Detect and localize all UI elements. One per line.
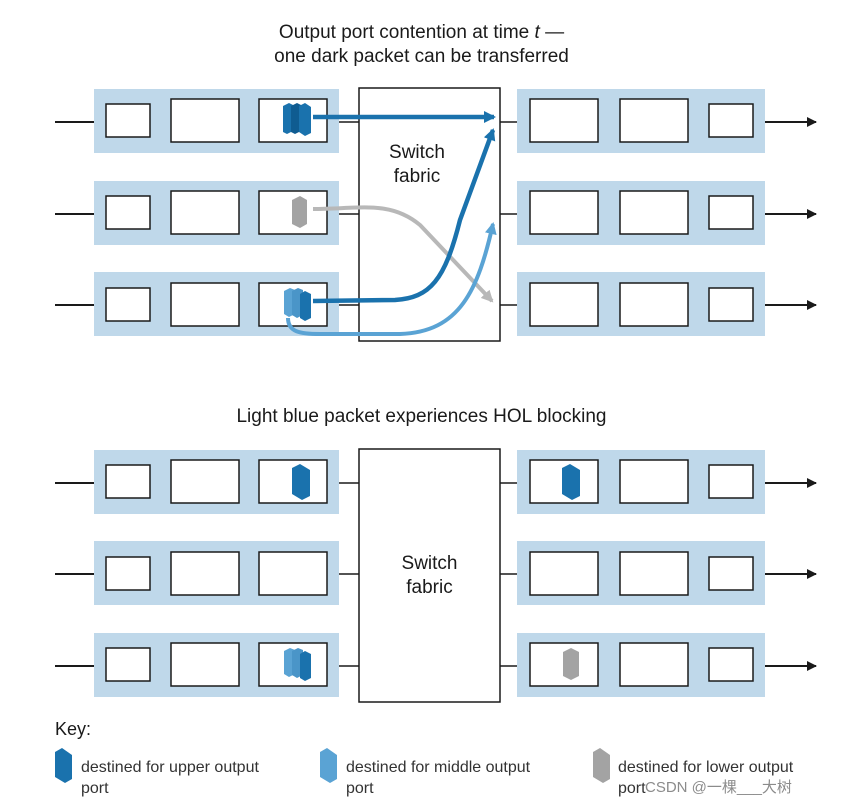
bottom-diagram	[55, 448, 817, 703]
top-fabric-label-line2: fabric	[393, 166, 441, 187]
mixed-packet-stack	[284, 648, 311, 681]
top-fabric-label: Switch fabric	[359, 141, 475, 189]
dark-packet-stack	[283, 103, 311, 136]
output-port	[517, 450, 765, 514]
output-port	[517, 272, 765, 336]
key-middle-icon	[320, 748, 337, 783]
switch-fabric	[358, 448, 501, 703]
top-diagram	[55, 87, 817, 342]
light-packet-path	[286, 222, 497, 336]
key-middle-line1: destined for middle output	[346, 759, 531, 776]
input-port	[94, 450, 339, 514]
mixed-packet-stack	[284, 288, 311, 321]
key-lower-label: destined for lower output port	[618, 757, 828, 799]
key-middle-label: destined for middle output port	[346, 757, 556, 799]
key-upper-line1: destined for upper output	[81, 759, 259, 776]
key-lower-line2: port	[618, 780, 646, 797]
key-upper-line2: port	[81, 780, 109, 797]
output-port	[517, 541, 765, 605]
top-title: Output port contention at time t —	[0, 21, 843, 44]
top-title-text: Output port contention at time	[278, 22, 535, 43]
output-port	[517, 89, 765, 153]
key-lower-line1: destined for lower output	[618, 759, 794, 776]
dark-packet	[292, 464, 310, 500]
top-title-time: t	[534, 22, 540, 43]
gray-packet	[292, 196, 307, 228]
key-title: Key:	[55, 719, 92, 739]
watermark: CSDN @一棵___大树	[645, 779, 792, 796]
gray-packet-transferred	[563, 648, 579, 680]
key-upper-label: destined for upper output port	[81, 757, 291, 799]
dark-packet-transferred	[562, 464, 580, 500]
top-fabric-label-line1: Switch	[389, 142, 445, 163]
bottom-title: Light blue packet experiences HOL blocki…	[236, 406, 607, 427]
bottom-fabric-label: Switch fabric	[359, 552, 500, 600]
bottom-fabric-label-line2: fabric	[406, 577, 453, 598]
dark-packet-path-lower	[312, 128, 496, 304]
top-title-dash: —	[539, 22, 565, 43]
key-upper-icon	[55, 748, 72, 783]
output-port	[517, 633, 765, 697]
output-port	[517, 181, 765, 245]
bottom-fabric-label-line1: Switch	[401, 553, 458, 574]
key-lower-icon	[593, 748, 610, 783]
gray-packet-path	[312, 205, 494, 303]
input-port	[94, 541, 339, 605]
key-middle-line2: port	[346, 780, 374, 797]
switch-fabric	[358, 87, 501, 342]
top-subtitle: one dark packet can be transferred	[274, 46, 569, 67]
